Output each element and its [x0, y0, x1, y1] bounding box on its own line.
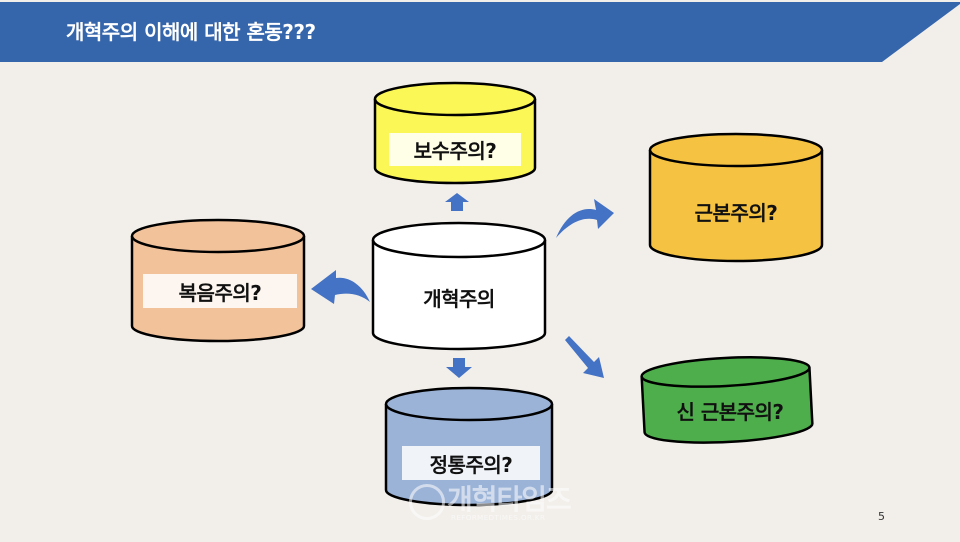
header-bar: [0, 2, 960, 62]
cylinder-top: [384, 386, 554, 422]
cylinder-body: [371, 240, 547, 351]
node-label-conservatism: 보수주의?: [389, 133, 521, 166]
cylinder-top: [640, 356, 811, 388]
cylinder-body: [648, 150, 824, 263]
cylinder-top: [371, 221, 547, 259]
header-background: [0, 2, 960, 62]
page-number: 5: [878, 510, 885, 523]
cylinder-fundamentalism: [648, 132, 824, 263]
node-label-fundamentalism: 근본주의?: [694, 200, 778, 225]
arrow-down-icon: [446, 358, 472, 378]
cylinder-top: [648, 132, 824, 168]
node-label-neo-fundamentalism: 신 근본주의?: [676, 399, 784, 424]
arrow-up-icon: [445, 193, 469, 211]
slide-title: 개혁주의 이해에 대한 혼동???: [66, 20, 316, 44]
cylinder-neo-fundamentalism: [640, 356, 814, 444]
arrow-down-right-icon: [565, 336, 604, 378]
cylinder-top: [373, 81, 537, 117]
node-label-reformed: 개혁주의: [423, 286, 495, 311]
cylinder-top: [130, 218, 306, 254]
curved-arrow-up-right-icon: [556, 199, 614, 238]
node-label-evangelicalism: 복음주의?: [143, 274, 297, 308]
node-label-orthodoxy: 정통주의?: [402, 446, 540, 480]
cylinder-reformed: [371, 221, 547, 351]
curved-arrow-left-icon: [311, 270, 370, 304]
